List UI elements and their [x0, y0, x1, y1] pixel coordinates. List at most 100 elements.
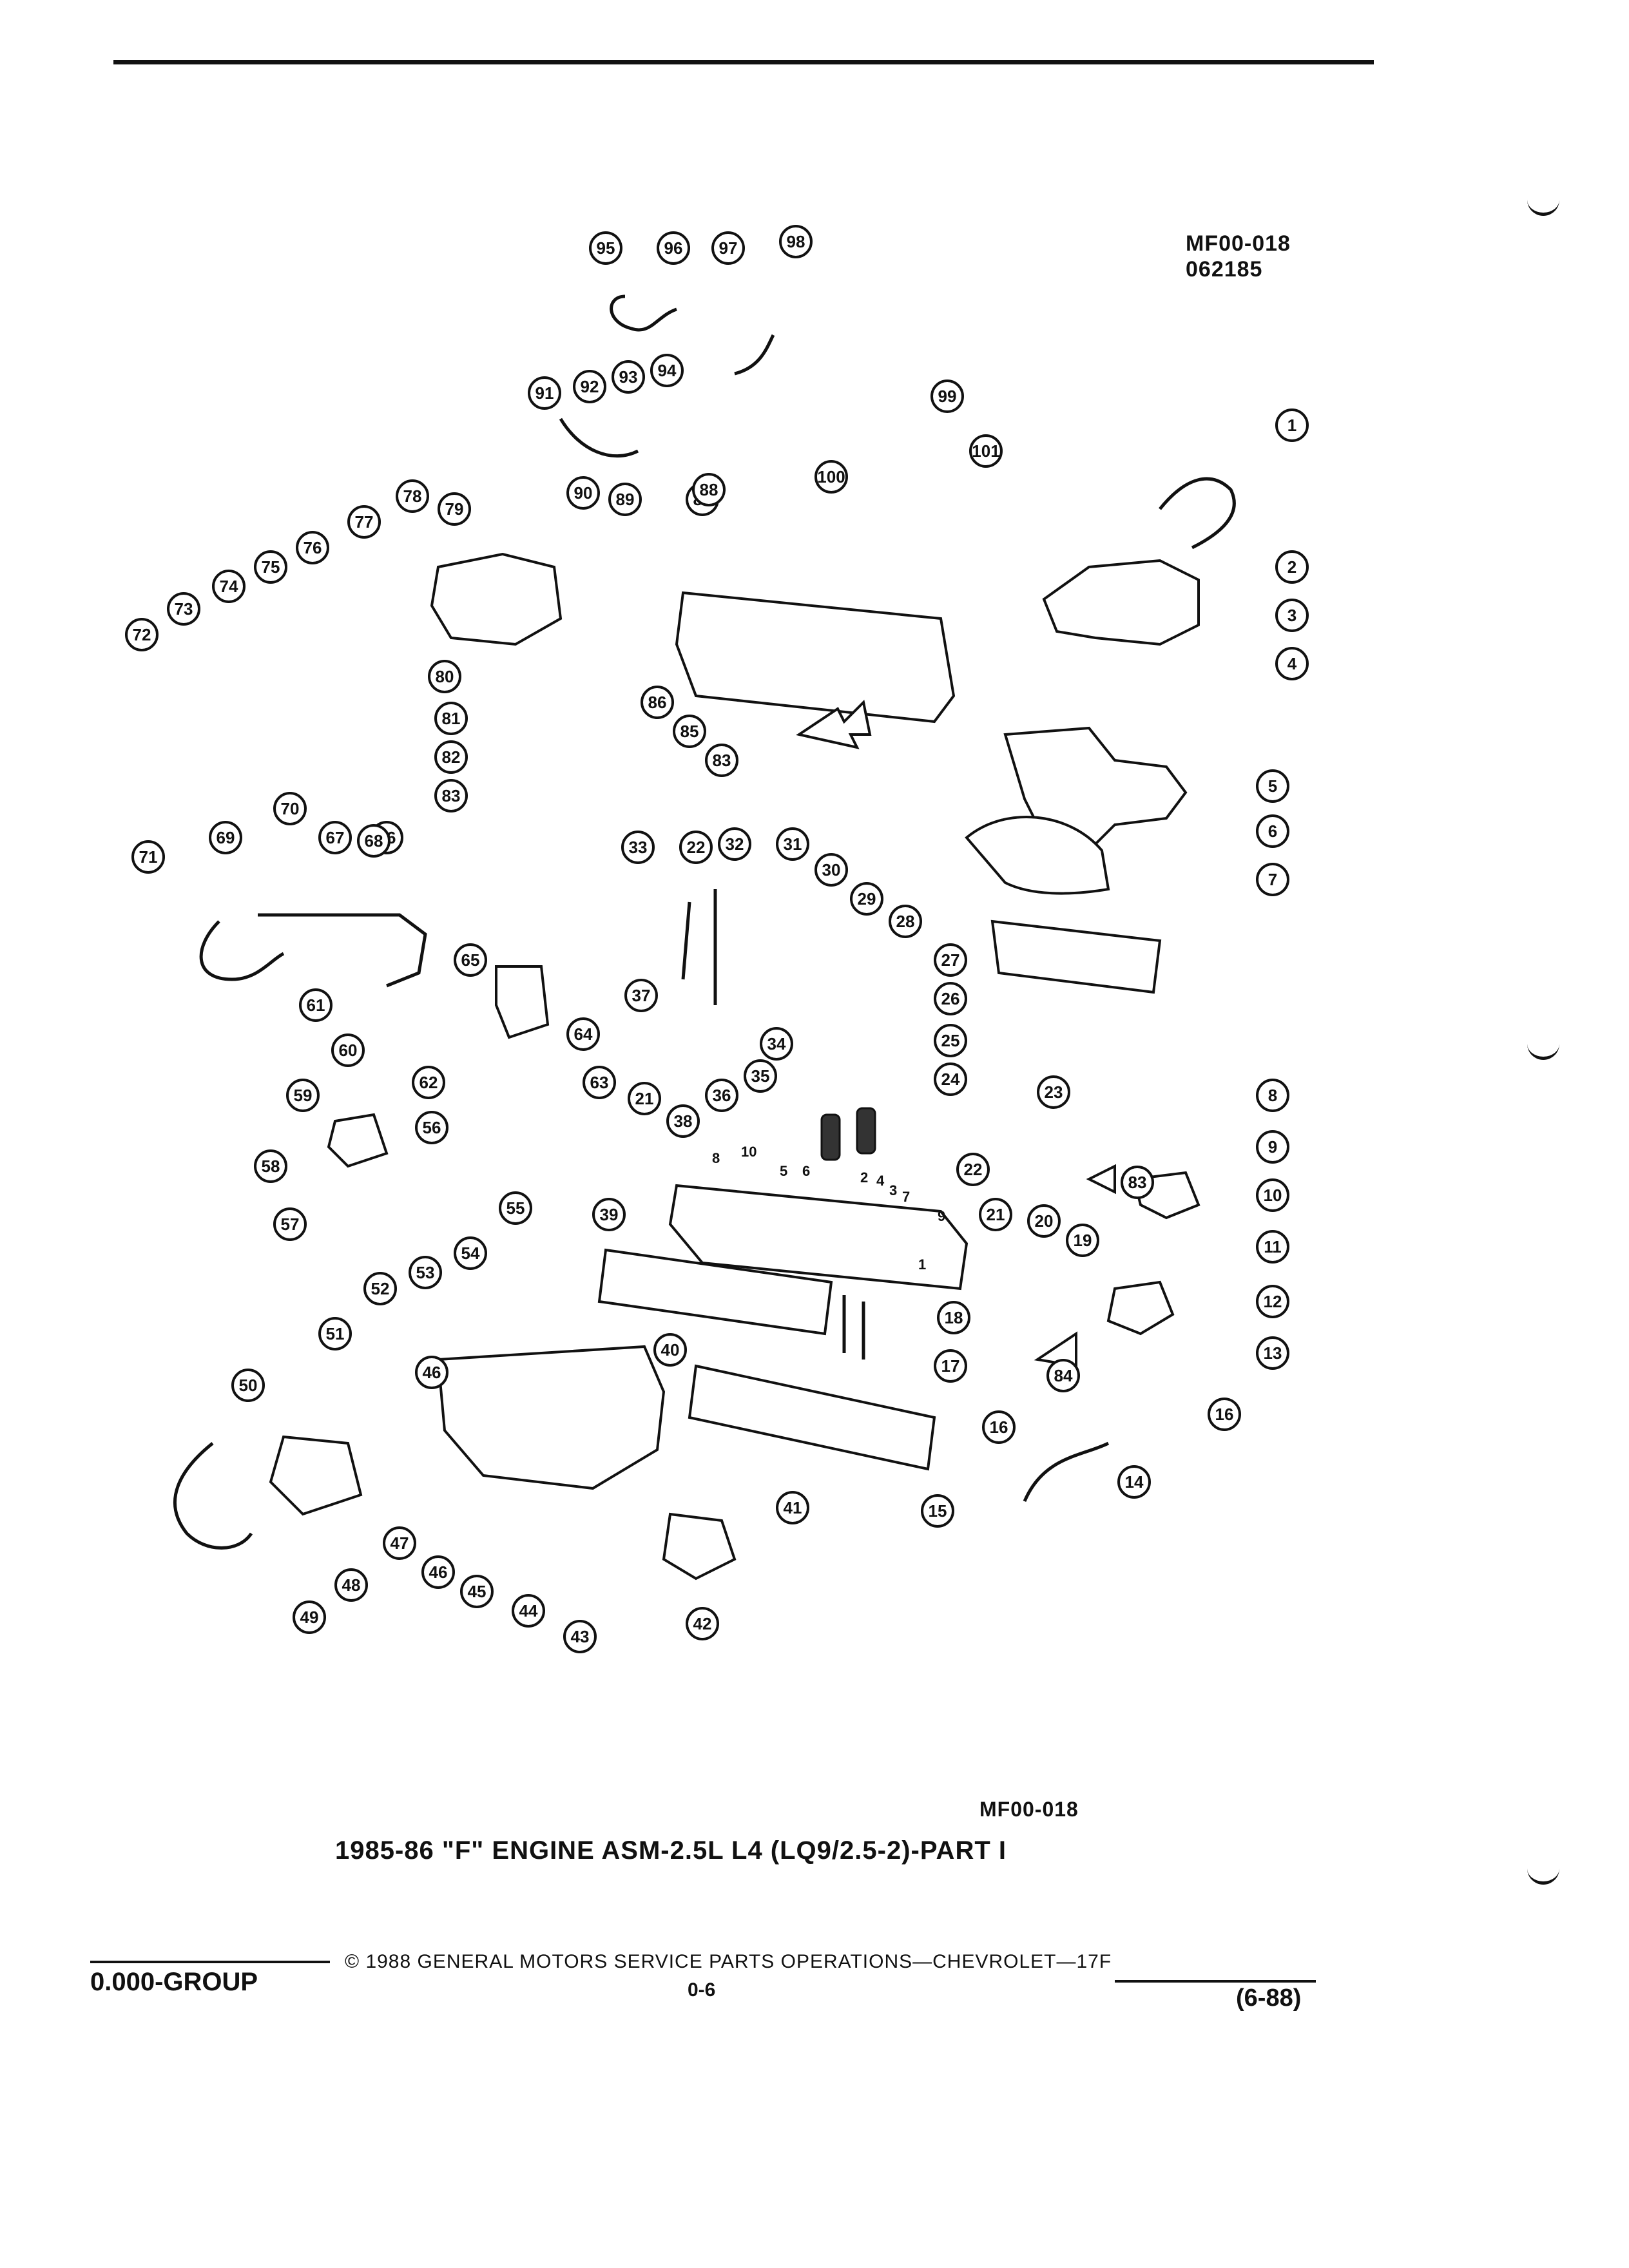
callout-28: 28: [889, 905, 922, 938]
callout-101: 101: [969, 434, 1003, 468]
diagram-title: 1985-86 "F" ENGINE ASM-2.5L L4 (LQ9/2.5-…: [335, 1836, 1007, 1865]
callout-circle: [254, 550, 287, 584]
callout-76: 76: [296, 531, 329, 564]
callout-number: 70: [281, 799, 300, 818]
callout-circle: [934, 1349, 967, 1383]
callout-11: 11: [1256, 1230, 1289, 1264]
callout-circle: [347, 505, 381, 539]
callout-number: 55: [506, 1198, 525, 1218]
callout-circle: [254, 1149, 287, 1183]
callout-number: 39: [600, 1205, 619, 1224]
callout-77: 77: [347, 505, 381, 539]
callout-number: 38: [674, 1111, 693, 1131]
callout-29: 29: [850, 882, 883, 916]
callout-number: 73: [175, 599, 193, 619]
callout-circle: [1275, 647, 1309, 680]
callout-circle: [679, 831, 713, 864]
callout-95: 95: [589, 231, 622, 265]
callout-83: 83: [705, 744, 738, 777]
callout-circle: [434, 740, 468, 774]
callout-3: 3: [1275, 599, 1309, 632]
callout-number: 51: [326, 1324, 345, 1343]
callout-number: 34: [767, 1034, 786, 1053]
callout-circle: [499, 1191, 532, 1225]
callout-13: 13: [1256, 1336, 1289, 1370]
callout-number: 54: [461, 1244, 480, 1263]
callout-98: 98: [779, 225, 813, 258]
callout-circle: [512, 1594, 545, 1628]
callout-circle: [624, 979, 658, 1012]
callout-circle: [125, 618, 159, 651]
callout-circle: [1037, 1075, 1070, 1109]
callout-number: 22: [687, 838, 706, 857]
callout-number: 20: [1035, 1211, 1054, 1231]
callout-19: 19: [1066, 1224, 1099, 1257]
callout-number: 72: [133, 625, 151, 644]
callout-14: 14: [1117, 1465, 1151, 1499]
callout-49: 49: [293, 1600, 326, 1634]
callout-circle: [1256, 1230, 1289, 1264]
callout-group: 1234567891011121314151616171819202121222…: [125, 225, 1309, 1653]
callout-56: 56: [415, 1111, 448, 1144]
callout-number: 101: [972, 441, 999, 461]
callout-circle: [776, 827, 809, 861]
callout-circle: [1256, 1130, 1289, 1164]
callout-75: 75: [254, 550, 287, 584]
callout-71: 71: [131, 840, 165, 874]
margin-tick-mark: [1527, 1044, 1559, 1060]
callout-85: 85: [673, 715, 706, 748]
callout-circle: [438, 492, 471, 526]
callout-number: 69: [217, 828, 235, 847]
callout-circle: [1027, 1204, 1061, 1238]
callout-9: 9: [1256, 1130, 1289, 1164]
callout-96: 96: [657, 231, 690, 265]
callout-number: 26: [941, 989, 960, 1008]
callout-number: 46: [423, 1363, 441, 1382]
revision-date: (6-88): [1236, 1984, 1302, 2012]
callout-circle: [979, 1198, 1012, 1231]
callout-number: 43: [571, 1627, 590, 1646]
callout-42: 42: [686, 1607, 719, 1640]
callout-circle: [608, 483, 642, 516]
callout-number: 96: [664, 238, 683, 258]
callout-number: 16: [1215, 1405, 1234, 1424]
callout-82: 82: [434, 740, 468, 774]
callout-number: 6: [1268, 822, 1277, 841]
callout-21: 21: [628, 1082, 661, 1115]
callout-circle: [956, 1153, 990, 1186]
reference-code: MF00-018: [1186, 231, 1291, 256]
callout-circle: [650, 354, 684, 387]
callout-58: 58: [254, 1149, 287, 1183]
callout-circle: [363, 1272, 397, 1305]
callout-circle: [760, 1027, 793, 1061]
part-label: 7: [902, 1189, 910, 1205]
callout-15: 15: [921, 1494, 954, 1528]
callout-50: 50: [231, 1369, 265, 1402]
callout-circle: [969, 434, 1003, 468]
callout-number: 97: [719, 238, 738, 258]
callout-88: 88: [692, 473, 726, 506]
callout-38: 38: [666, 1104, 700, 1138]
callout-number: 29: [858, 889, 876, 908]
callout-48: 48: [334, 1568, 368, 1602]
margin-tick-mark: [1527, 200, 1559, 216]
callout-circle: [621, 831, 655, 864]
callout-57: 57: [273, 1207, 307, 1241]
callout-4: 4: [1275, 647, 1309, 680]
callout-circle: [934, 943, 967, 977]
callout-number: 32: [726, 834, 744, 854]
callout-circle: [673, 715, 706, 748]
callout-circle: [653, 1333, 687, 1367]
callout-circle: [934, 982, 967, 1015]
callout-circle: [815, 853, 848, 887]
callout-number: 58: [262, 1157, 280, 1176]
callout-number: 85: [680, 722, 699, 741]
callout-circle: [744, 1059, 777, 1093]
part-label: 10: [741, 1144, 757, 1160]
callout-70: 70: [273, 792, 307, 825]
callout-number: 36: [713, 1086, 731, 1105]
callout-number: 53: [416, 1263, 435, 1282]
callout-circle: [273, 792, 307, 825]
